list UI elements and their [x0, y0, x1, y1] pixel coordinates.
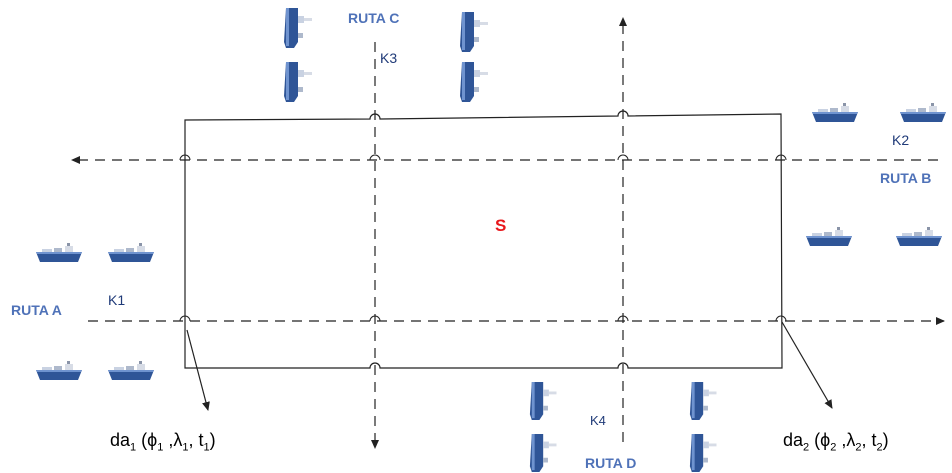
ship-icon — [529, 382, 557, 420]
ship-icon — [460, 12, 488, 52]
point-k4-label: K4 — [590, 413, 606, 428]
exit-pointer-right — [781, 321, 833, 409]
ship-icon — [284, 62, 312, 102]
route-a-label: RUTA A — [11, 302, 62, 318]
ship-icon — [689, 434, 717, 472]
ship-icon — [284, 8, 312, 48]
ship-icon — [36, 243, 82, 262]
exit-right-label: da2 (ϕ2 ,λ2, t2) — [783, 430, 889, 454]
point-k1-label: K1 — [108, 292, 126, 308]
ship-icon — [108, 243, 154, 262]
route-c-label: RUTA C — [348, 10, 400, 26]
ship-icon — [108, 361, 154, 380]
point-k2-label: K2 — [892, 132, 910, 148]
ship-icon — [460, 62, 488, 102]
ship-icon — [812, 103, 858, 122]
ship-icon — [36, 361, 82, 380]
exit-left-label: da1 (ϕ1 ,λ1, t1) — [110, 430, 216, 454]
route-d-label: RUTA D — [585, 455, 637, 471]
ship-icon — [806, 227, 852, 246]
ship-icon — [900, 103, 946, 122]
exit-pointer-left — [186, 329, 210, 411]
study-area-label: S — [495, 216, 507, 235]
ship-icon — [529, 434, 557, 472]
point-k3-label: K3 — [380, 50, 398, 66]
ship-icon — [689, 382, 717, 420]
study-area-boundary — [184, 110, 783, 369]
ship-icon — [896, 227, 942, 246]
route-b-label: RUTA B — [880, 170, 932, 186]
